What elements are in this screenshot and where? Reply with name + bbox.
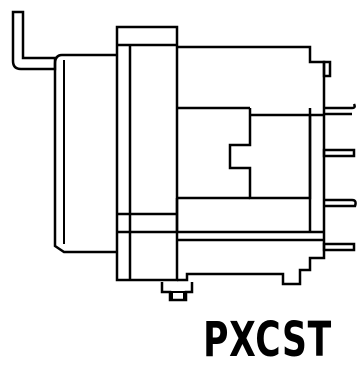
latch-block [228,115,312,200]
pc-pin-2 [322,148,356,158]
screw-head [171,291,185,301]
front-shell [177,45,326,286]
flange [115,25,179,282]
rear-housing [53,53,117,254]
pc-pin-1 [324,103,356,110]
bent-pin-left [11,10,57,71]
pc-pin-3 [324,198,357,208]
pc-pin-4 [322,242,356,252]
part-number-label: PXCST [203,312,332,368]
top-tab [322,60,332,78]
